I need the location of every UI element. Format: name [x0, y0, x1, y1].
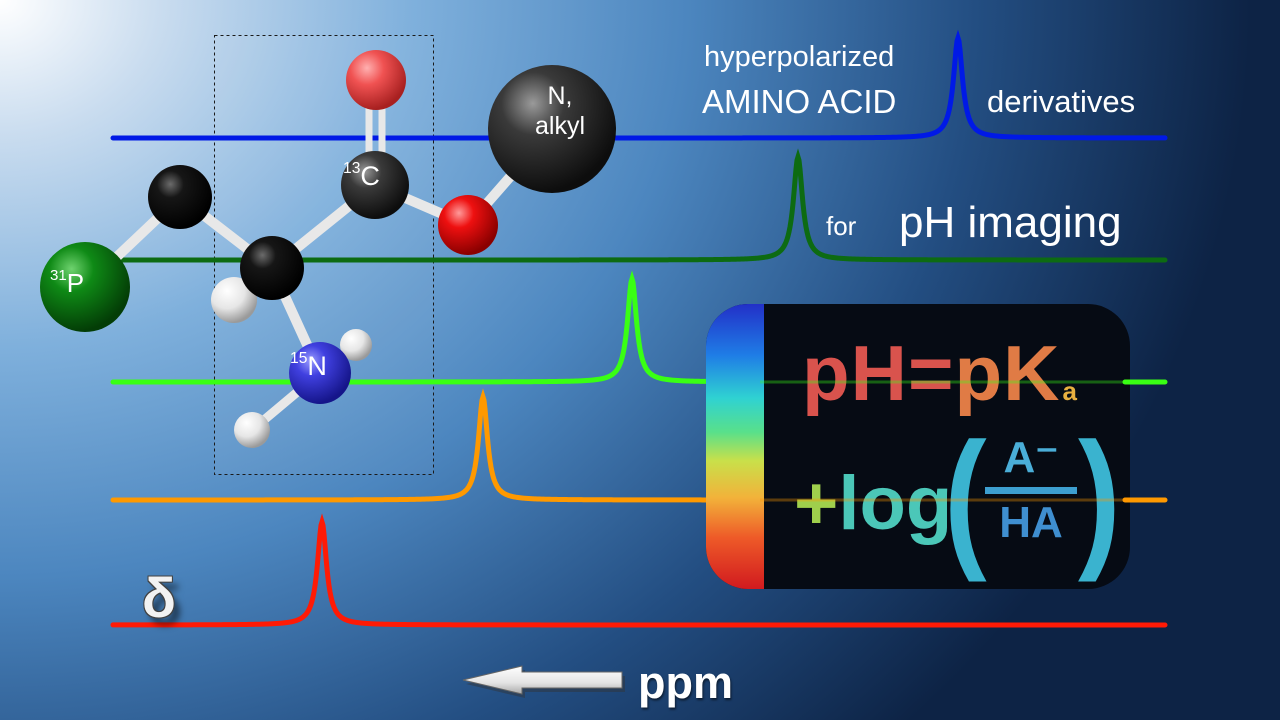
ester-oxygen-atom — [438, 195, 498, 255]
spectrum-light-green — [110, 270, 715, 385]
formula-fraction: A⁻ HA — [983, 432, 1079, 548]
alkyl-group-sphere — [488, 65, 616, 193]
title-for: for — [826, 211, 857, 241]
fraction-denominator: HA — [999, 498, 1063, 547]
hydrogen-atom-alpha — [211, 277, 257, 323]
ppm-label: ppm — [638, 657, 733, 708]
chemical-shift-symbol: δ — [142, 566, 176, 629]
title-ph-imaging: pH imaging — [899, 198, 1122, 247]
spectrum-blue — [110, 29, 1168, 141]
formula-paren-left: ( — [944, 411, 987, 584]
carbonyl-carbon-atom — [341, 151, 409, 219]
formula-line-1: pH=pKa — [802, 329, 1078, 417]
formula-line-2: +log — [794, 461, 953, 546]
phosphorus-atom — [40, 242, 130, 332]
title-amino-acid: AMINO ACID — [702, 83, 897, 120]
n-alkyl-label: N,alkyl — [534, 82, 585, 140]
left-arrow-icon — [462, 665, 625, 698]
hydrogen-atom-amine-1 — [340, 329, 372, 361]
carbon-13-label: 13C — [343, 159, 380, 191]
hydrogen-atom-amine-2 — [234, 412, 270, 448]
nitrogen-atom — [289, 342, 351, 404]
phosphorus-31-label: 31P — [50, 267, 85, 298]
carbonyl-oxygen-atom — [346, 50, 406, 110]
nitrogen-15-label: 15N — [290, 349, 327, 381]
fraction-numerator: A⁻ — [1003, 433, 1059, 482]
title-hyperpolarized: hyperpolarized — [704, 41, 895, 73]
spectrum-orange — [110, 388, 715, 503]
spectrum-red — [110, 513, 1168, 628]
title-derivatives: derivatives — [987, 84, 1136, 119]
fraction-bar — [985, 487, 1077, 494]
formula-paren-right: ) — [1078, 411, 1121, 584]
methylene-carbon-atom — [148, 165, 212, 229]
alpha-carbon-atom — [240, 236, 304, 300]
henderson-hasselbalch-panel: pH=pKa +log ( A⁻ HA ) — [706, 304, 1130, 589]
ph-color-scale-bar — [706, 304, 764, 589]
